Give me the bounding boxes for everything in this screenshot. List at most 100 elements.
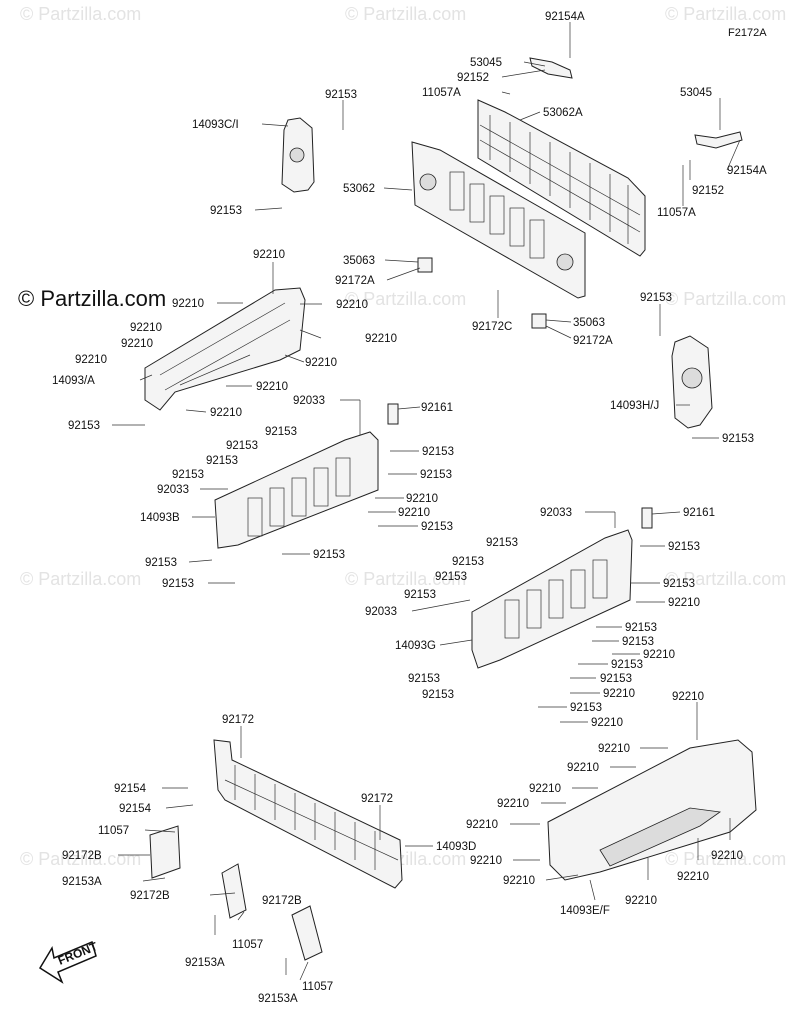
watermark: © Partzilla.com (665, 569, 786, 589)
part-label: 92153 (68, 420, 100, 432)
part-label: 92153 (422, 446, 454, 458)
front-arrow-icon: FRONT (38, 939, 100, 984)
part-label: 92153 (408, 673, 440, 685)
part-label: 92153 (162, 578, 194, 590)
part-label: 92210 (591, 717, 623, 729)
part-label: 14093C/I (192, 119, 239, 131)
diagram-code: F2172A (728, 27, 767, 39)
watermarks: © Partzilla.com © Partzilla.com © Partzi… (20, 4, 786, 869)
part-label: 92153 (452, 556, 484, 568)
part-label: 14093G (395, 640, 436, 652)
watermark: © Partzilla.com (665, 4, 786, 24)
part-label: 92172 (222, 714, 254, 726)
watermark: © Partzilla.com (345, 4, 466, 24)
part-label: 92153 (206, 455, 238, 467)
partzilla-watermark: © Partzilla.com (18, 286, 166, 311)
part-53062-panel (411, 141, 586, 299)
part-label: 92153 (172, 469, 204, 481)
part-label: 92153 (145, 557, 177, 569)
part-label: 11057A (657, 207, 696, 219)
part-label: 35063 (573, 317, 605, 329)
watermark: © Partzilla.com (345, 569, 466, 589)
part-label: 92153 (600, 673, 632, 685)
part-14093A-rail (144, 287, 306, 411)
part-92161-clip (641, 507, 653, 529)
part-label: 92153 (663, 578, 695, 590)
part-label: 35063 (343, 255, 375, 267)
part-label: 92210 (503, 875, 535, 887)
part-label: 92172C (472, 321, 512, 333)
part-92172B-bracket (149, 825, 323, 961)
part-label: 92210 (398, 507, 430, 519)
part-53045-hinge (529, 57, 743, 149)
part-label: 92210 (603, 688, 635, 700)
watermark: © Partzilla.com (20, 4, 141, 24)
part-label: 92210 (75, 354, 107, 366)
part-label: 92154 (114, 783, 147, 795)
part-label: 92154 (119, 803, 152, 815)
part-label: 92210 (253, 249, 285, 261)
part-label: 92153 (265, 426, 297, 438)
part-92161-clip (387, 403, 399, 425)
part-label: 92210 (121, 338, 153, 350)
part-label: 92153 (640, 292, 672, 304)
part-label: 92153A (185, 957, 225, 969)
part-label: 92210 (466, 819, 498, 831)
part-label: 92153 (422, 689, 454, 701)
part-14093G-panel (471, 507, 653, 669)
part-14093CI-bracket (281, 117, 315, 193)
part-label: 14093E/F (560, 905, 610, 917)
watermark: © Partzilla.com (20, 569, 141, 589)
part-label: 92172B (130, 890, 170, 902)
part-label: 92153 (421, 521, 453, 533)
part-label: 92154A (727, 165, 767, 177)
part-label: 14093H/J (610, 400, 659, 412)
part-label: 92210 (672, 691, 704, 703)
part-label: 92210 (497, 798, 529, 810)
part-label: 92153 (435, 571, 467, 583)
part-label: 92161 (421, 402, 453, 414)
part-label: 92033 (157, 484, 189, 496)
part-label: 92210 (677, 871, 709, 883)
part-label: 92210 (470, 855, 502, 867)
part-label: 11057 (98, 825, 129, 837)
part-14093B-panel (214, 403, 399, 549)
part-35063-clip (417, 257, 433, 273)
part-label: 92033 (293, 395, 325, 407)
part-label: 92153 (313, 549, 345, 561)
part-label: 11057A (422, 87, 461, 99)
part-label: 53062 (343, 183, 375, 195)
part-label: 92153 (404, 589, 436, 601)
part-label: 92172 (361, 793, 393, 805)
part-label: 92172B (262, 895, 302, 907)
part-14093EF-fender (547, 739, 757, 881)
part-label: 92210 (256, 381, 288, 393)
part-label: 53045 (680, 87, 712, 99)
part-label: 92210 (529, 783, 561, 795)
part-label: 92153 (622, 636, 654, 648)
watermark: © Partzilla.com (20, 849, 141, 869)
part-label: 92210 (625, 895, 657, 907)
part-53062A-panel (477, 99, 646, 257)
part-35063-clip (531, 313, 547, 329)
part-label: 92153 (486, 537, 518, 549)
part-label: 92033 (365, 606, 397, 618)
part-label: 92210 (210, 407, 242, 419)
part-label: 92153 (325, 89, 357, 101)
part-label: 92161 (683, 507, 715, 519)
part-label: 92172B (62, 850, 102, 862)
part-labels: 92154A 53045 92152 11057A 53062A 92153 1… (52, 11, 767, 1005)
part-label: 92153A (62, 876, 102, 888)
part-label: 92153 (611, 659, 643, 671)
part-label: 92153 (722, 433, 754, 445)
leader-lines (112, 22, 741, 981)
part-label: 92154A (545, 11, 585, 23)
part-label: 92153 (226, 440, 258, 452)
part-label: 14093D (436, 841, 476, 853)
part-label: 92210 (336, 299, 368, 311)
part-14093HJ-bracket (671, 335, 713, 429)
part-label: 11057 (232, 939, 263, 951)
part-label: 92153 (625, 622, 657, 634)
part-label: 92152 (457, 72, 489, 84)
